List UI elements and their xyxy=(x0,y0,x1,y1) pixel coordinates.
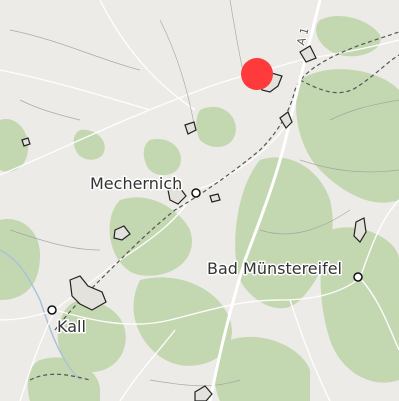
forest-areas xyxy=(0,15,399,401)
place-label-mechernich[interactable]: Mechernich xyxy=(89,173,184,195)
town-dot-kall[interactable] xyxy=(47,305,57,315)
motorway-a1 xyxy=(208,0,322,401)
location-marker[interactable] xyxy=(241,58,273,90)
railway xyxy=(29,31,399,381)
place-label-bad-muenstereifel[interactable]: Bad Münstereifel xyxy=(206,258,344,280)
town-markers xyxy=(47,188,363,315)
town-dot-bad-muenstereifel[interactable] xyxy=(353,272,363,282)
road-label-a1: A 1 xyxy=(294,26,311,47)
place-label-kall[interactable]: Kall xyxy=(56,316,88,338)
town-dot-mechernich[interactable] xyxy=(191,188,201,198)
rivers xyxy=(0,249,81,381)
